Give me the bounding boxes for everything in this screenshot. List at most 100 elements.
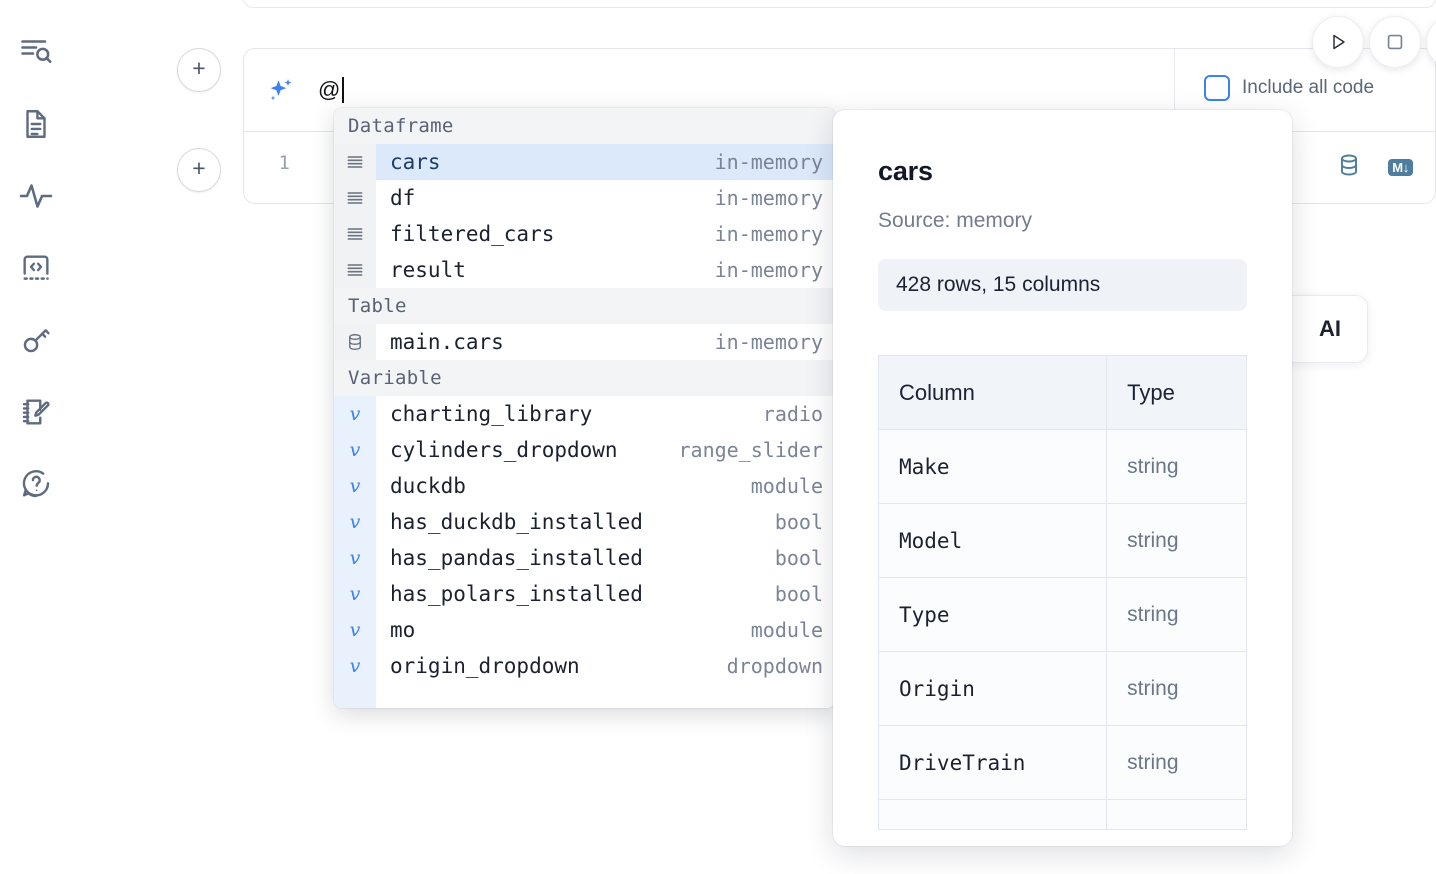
schema-table-row-partial [877, 799, 1247, 830]
autocomplete-option[interactable]: result in-memory [334, 252, 835, 288]
text-caret [341, 77, 344, 103]
schema-column-type [1106, 799, 1247, 830]
autocomplete-option-name: filtered_cars [390, 222, 555, 246]
schema-column-type: string [1106, 503, 1247, 578]
plus-icon: + [192, 55, 206, 81]
secrets-icon[interactable] [8, 304, 64, 376]
variable-icon: v [334, 396, 376, 432]
sparkle-icon [266, 75, 296, 105]
autocomplete-option-name: origin_dropdown [390, 654, 580, 678]
autocomplete-section-header: Dataframe [334, 108, 835, 144]
cell-toolbar: M↓ [1336, 152, 1413, 183]
square-icon [1387, 34, 1403, 50]
plus-icon: + [192, 155, 206, 181]
autocomplete-option-meta: bool [774, 510, 823, 534]
include-all-code-toggle[interactable]: Include all code [1204, 75, 1374, 101]
autocomplete-option-name: has_polars_installed [390, 582, 643, 606]
schema-column-name: Type [877, 577, 1108, 652]
schema-column-name: Make [877, 429, 1108, 504]
autocomplete-option-meta: bool [774, 582, 823, 606]
dataframe-detail-popover: cars Source: memory 428 rows, 15 columns… [833, 110, 1292, 846]
autocomplete-option-name: cylinders_dropdown [390, 438, 618, 462]
variable-icon: v [334, 648, 376, 684]
variable-icon: v [334, 540, 376, 576]
stop-cell-button[interactable] [1369, 16, 1421, 68]
schema-header-type: Type [1106, 355, 1247, 430]
checkbox-icon[interactable] [1204, 75, 1230, 101]
variable-icon: v [334, 432, 376, 468]
explore-icon[interactable] [8, 16, 64, 88]
variable-icon: v [334, 576, 376, 612]
variable-icon [334, 684, 376, 708]
schema-table-header-row: Column Type [877, 355, 1247, 430]
autocomplete-option-name: duckdb [390, 474, 466, 498]
autocomplete-option[interactable]: v origin_dropdown dropdown [334, 648, 835, 684]
autocomplete-section-header: Variable [334, 360, 835, 396]
schema-column-type: string [1106, 429, 1247, 504]
markdown-icon[interactable]: M↓ [1388, 159, 1413, 176]
autocomplete-option-name: result [390, 258, 466, 282]
autocomplete-option-meta: dropdown [726, 654, 823, 678]
activity-icon[interactable] [8, 160, 64, 232]
ai-pill-label: AI [1319, 316, 1341, 341]
variable-icon: v [334, 504, 376, 540]
run-cell-button[interactable] [1312, 16, 1364, 68]
autocomplete-option-body [376, 684, 835, 708]
help-icon[interactable] [8, 448, 64, 520]
include-all-code-label: Include all code [1242, 77, 1375, 98]
ai-bar-divider [1174, 49, 1175, 132]
autocomplete-option-partial[interactable] [334, 684, 835, 708]
previous-cell [243, 0, 1436, 8]
schema-header-column: Column [877, 355, 1108, 430]
autocomplete-option-meta: in-memory [714, 330, 823, 354]
variable-icon: v [334, 468, 376, 504]
database-icon[interactable] [1336, 152, 1362, 183]
autocomplete-option[interactable]: v has_polars_installed bool [334, 576, 835, 612]
detail-source: Source: memory [878, 209, 1033, 232]
schema-column-name: DriveTrain [877, 725, 1108, 800]
autocomplete-option-body: has_polars_installed bool [376, 576, 835, 612]
line-number: 1 [278, 152, 290, 174]
add-cell-below-button[interactable]: + [177, 148, 221, 192]
autocomplete-option-meta: in-memory [714, 258, 823, 282]
database-icon [334, 324, 376, 360]
schema-column-name [877, 799, 1108, 830]
add-cell-above-button[interactable]: + [177, 48, 221, 92]
snippets-icon[interactable] [8, 232, 64, 304]
autocomplete-option-meta: in-memory [714, 186, 823, 210]
autocomplete-option-body: result in-memory [376, 252, 835, 288]
autocomplete-option-meta: module [750, 618, 823, 642]
ai-prompt-input[interactable]: @ [318, 77, 344, 103]
ai-prompt-value: @ [318, 77, 341, 102]
scratchpad-icon[interactable] [8, 376, 64, 448]
dataframe-icon [334, 252, 376, 288]
autocomplete-option-meta: module [750, 474, 823, 498]
dataframe-icon [334, 216, 376, 252]
file-icon[interactable] [8, 88, 64, 160]
